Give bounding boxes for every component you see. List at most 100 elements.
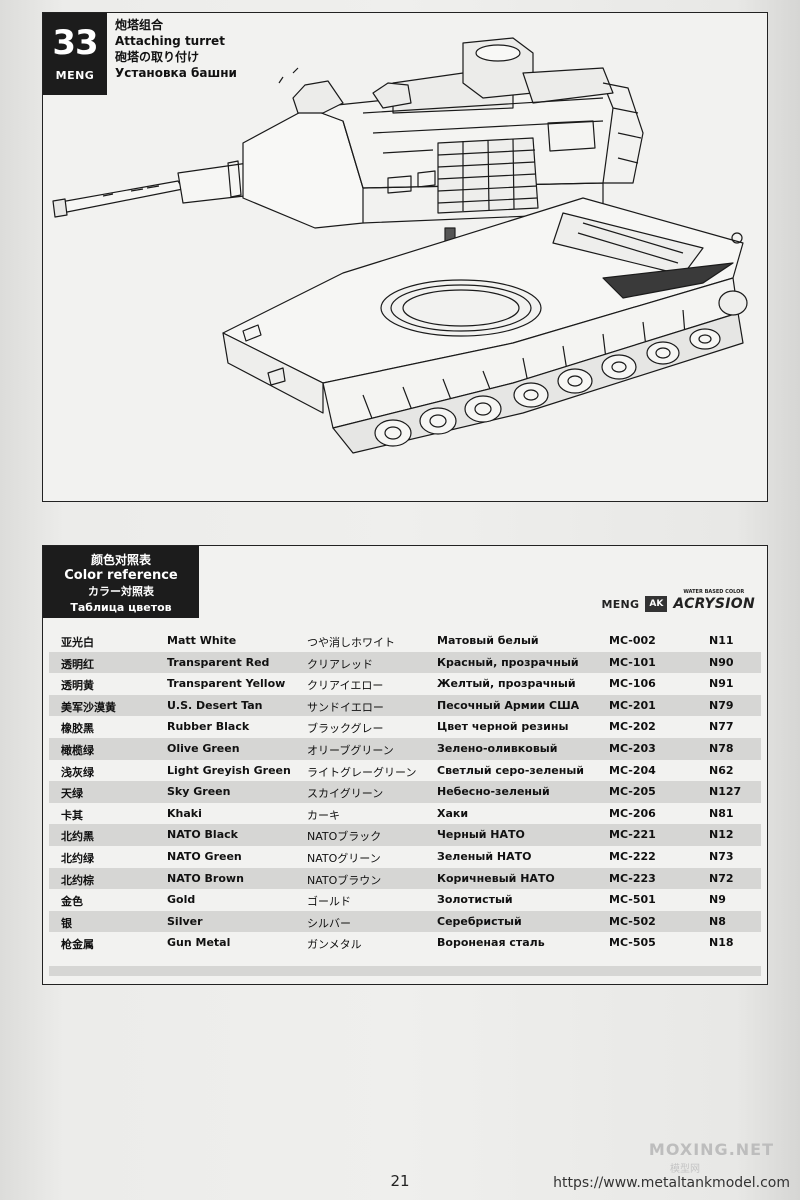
color-name-zh: 银 <box>61 916 72 930</box>
color-name-zh: 透明黄 <box>61 679 94 693</box>
step-titles: 炮塔组合 Attaching turret 砲塔の取り付け Установка … <box>115 17 237 81</box>
color-name-en: U.S. Desert Tan <box>167 698 263 712</box>
ak-code: N90 <box>709 655 734 669</box>
color-name-ja: ゴールド <box>307 895 351 909</box>
watermark-text: MOXING.NET <box>648 1140 774 1159</box>
color-name-ru: Хаки <box>437 806 469 820</box>
color-code: MC-501 <box>609 893 656 907</box>
ak-code: N77 <box>709 720 734 734</box>
color-name-ja: シルバー <box>307 916 351 930</box>
color-name-en: Transparent Yellow <box>167 677 286 691</box>
color-name-en: Khaki <box>167 806 202 820</box>
color-name-ja: ガンメタル <box>307 938 362 952</box>
color-name-ru: Золотистый <box>437 893 513 907</box>
color-name-ja: スカイグリーン <box>307 787 384 801</box>
color-name-ja: NATOブラウン <box>307 873 382 887</box>
color-code: MC-203 <box>609 741 656 755</box>
color-name-zh: 枪金属 <box>61 938 94 952</box>
color-name-ru: Песочный Армии США <box>437 698 580 712</box>
color-name-zh: 美军沙漠黄 <box>61 700 116 714</box>
acrysion-tagline: WATER BASED COLOR <box>683 589 745 595</box>
step-title-ru: Установка башни <box>115 66 237 80</box>
source-url: https://www.metaltankmodel.com <box>553 1175 790 1191</box>
color-code: MC-204 <box>609 763 656 777</box>
color-name-ja: クリアレッド <box>307 657 373 671</box>
color-name-ja: クリアイエロー <box>307 679 384 693</box>
ak-code: N72 <box>709 871 734 885</box>
color-name-ja: ブラックグレー <box>307 722 384 736</box>
color-name-en: NATO Black <box>167 828 238 842</box>
color-reference-title-ru: Таблица цветов <box>70 601 172 614</box>
color-name-en: Rubber Black <box>167 720 250 734</box>
color-name-en: Transparent Red <box>167 655 270 669</box>
color-name-zh: 北约黑 <box>61 830 94 844</box>
color-row: 枪金属 Gun Metal ガンメタル Вороненая сталь MC-505 N1… <box>49 932 761 954</box>
ak-code: N18 <box>709 936 734 950</box>
color-name-ja: ライトグレーグリーン <box>307 765 417 779</box>
step-badge: 33 MENG <box>43 13 107 95</box>
ak-code: N81 <box>709 806 734 820</box>
color-name-ru: Красный, прозрачный <box>437 655 579 669</box>
color-code: MC-505 <box>609 936 656 950</box>
color-name-ru: Коричневый НАТО <box>437 871 555 885</box>
ak-code: N127 <box>709 785 742 799</box>
color-name-en: Matt White <box>167 634 237 647</box>
color-name-zh: 橄榄绿 <box>61 743 94 757</box>
color-name-zh: 金色 <box>61 895 83 909</box>
color-reference-panel: 颜色对照表 Color reference カラー対照表 Таблица цве… <box>42 545 768 985</box>
step-brand-logo: MENG <box>55 69 95 82</box>
color-name-en: Silver <box>167 914 203 928</box>
color-name-ru: Матовый белый <box>437 634 539 647</box>
color-code: MC-205 <box>609 785 656 799</box>
color-reference-header: 颜色对照表 Color reference カラー対照表 Таблица цве… <box>43 546 199 618</box>
color-code: MC-202 <box>609 720 656 734</box>
color-name-zh: 北约棕 <box>61 873 94 887</box>
color-code: MC-222 <box>609 849 656 863</box>
color-name-ru: Серебристый <box>437 914 522 928</box>
ak-code: N12 <box>709 828 734 842</box>
watermark-subtext: 模型网 <box>670 1164 700 1175</box>
color-name-en: NATO Green <box>167 849 242 863</box>
color-name-en: NATO Brown <box>167 871 244 885</box>
ak-code: N78 <box>709 741 734 755</box>
color-name-ru: Вороненая сталь <box>437 936 545 950</box>
color-name-en: Gun Metal <box>167 936 231 950</box>
color-name-ja: NATOグリーン <box>307 851 381 865</box>
color-name-ru: Черный НАТО <box>437 828 525 842</box>
ak-code: N9 <box>709 893 726 907</box>
color-code: MC-002 <box>609 634 656 647</box>
ak-code: N79 <box>709 698 734 712</box>
color-name-en: Light Greyish Green <box>167 763 291 777</box>
color-name-ja: つや消しホワイト <box>307 636 395 649</box>
ak-code: N62 <box>709 763 734 777</box>
ak-code: N11 <box>709 634 734 647</box>
color-reference-title-ja: カラー対照表 <box>88 585 154 598</box>
meng-logo: MENG <box>601 597 640 611</box>
color-code: MC-101 <box>609 655 656 669</box>
color-name-zh: 天绿 <box>61 787 83 801</box>
color-name-zh: 北约绿 <box>61 851 94 865</box>
color-name-ru: Желтый, прозрачный <box>437 677 576 691</box>
color-name-ru: Зеленый НАТО <box>437 849 532 863</box>
color-row: 透明黄 Transparent Yellow クリアイエロー Желтый, проз… <box>49 673 761 695</box>
color-name-ja: サンドイエロー <box>307 700 384 714</box>
page-number: 21 <box>390 1172 410 1190</box>
color-code: MC-201 <box>609 698 656 712</box>
ak-logo: AK <box>645 596 668 612</box>
color-reference-title-en: Color reference <box>64 568 178 583</box>
color-code: MC-221 <box>609 828 656 842</box>
color-row: 美军沙漠黄 U.S. Desert Tan サンドイエロー Песочный Арми… <box>49 694 761 717</box>
color-name-ru: Светлый серо-зеленый <box>437 763 585 777</box>
table-footer-bar <box>49 966 761 976</box>
